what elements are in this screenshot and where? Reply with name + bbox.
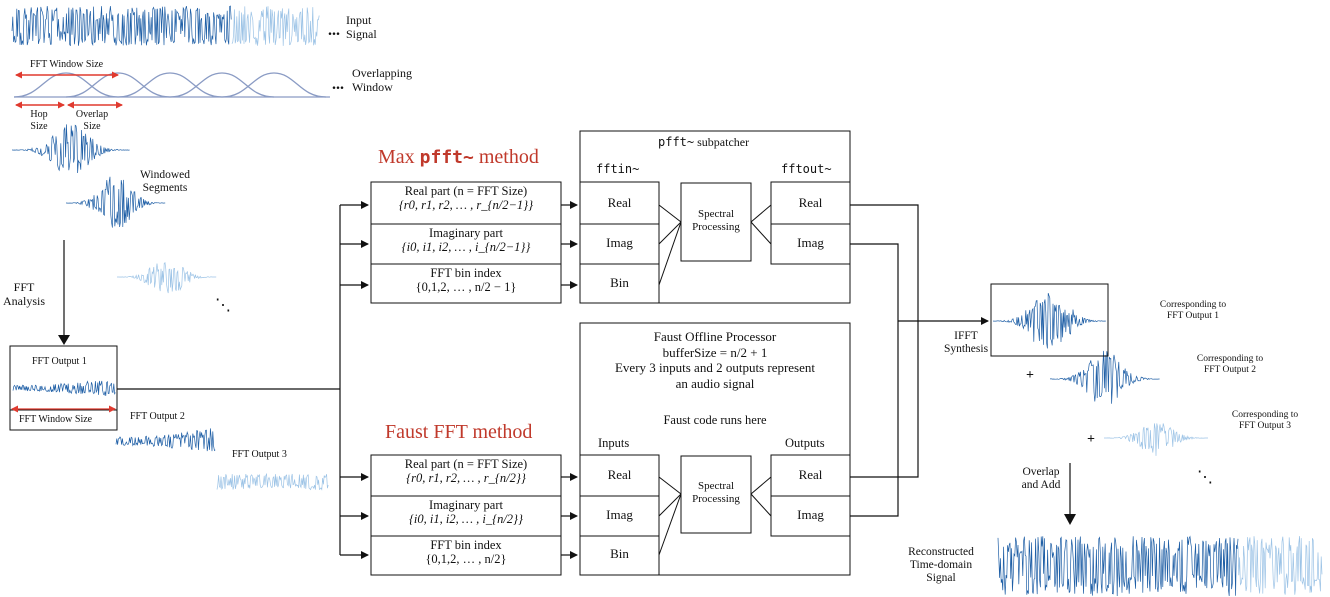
fft-window-size-label: FFT Window Size <box>30 59 104 70</box>
ifft-output-3-wave <box>1104 423 1208 456</box>
input-signal-wave <box>11 5 232 47</box>
fft-output-2-wave <box>115 428 216 452</box>
fft-output-2-label: FFT Output 2 <box>130 411 185 422</box>
max-port-real: Real <box>607 195 632 210</box>
windowed-segment-2 <box>66 176 166 228</box>
fftout-label: fftout~ <box>781 162 832 176</box>
faust-code-runs-label: Faust code runs here <box>663 413 767 427</box>
faust-processor-description: Faust Offline Processor bufferSize = n/2… <box>614 329 815 391</box>
max-bin-index-row: FFT bin index{0,1,2, … , n/2 − 1} <box>415 266 517 295</box>
faust-outputs-label: Outputs <box>785 436 825 450</box>
max-method-title: Max pfft~ method <box>378 146 539 168</box>
faust-out-real: Real <box>798 467 823 482</box>
max-out-imag: Imag <box>797 235 824 250</box>
fft-output-3-wave <box>216 472 329 491</box>
max-real-part-row: Real part (n = FFT Size){r0, r1, r2, … ,… <box>398 184 534 213</box>
max-rows-box <box>370 181 562 304</box>
split-lines <box>117 201 369 559</box>
pfft-subpatcher-title: pfft~ subpatcher <box>658 135 750 149</box>
diagonal-ellipsis-2: ⋱ <box>1197 469 1213 486</box>
faust-port-imag: Imag <box>606 507 633 522</box>
fft-output-1-label: FFT Output 1 <box>32 356 87 367</box>
faust-out-imag: Imag <box>797 507 824 522</box>
ifft-output-2-wave <box>1050 350 1160 404</box>
faust-real-part-row: Real part (n = FFT Size){r0, r1, r2, … ,… <box>404 457 528 486</box>
fft-output-1-window-label: FFT Window Size <box>19 414 93 425</box>
plus-sign-2: + <box>1087 432 1095 447</box>
faust-inputs-label: Inputs <box>598 436 630 450</box>
plus-sign-1: + <box>1026 368 1034 383</box>
max-imag-part-row: Imaginary part{i0, i1, i2, … , i_{n/2−1}… <box>401 226 531 255</box>
merge-lines <box>850 204 989 517</box>
fft-output-3-label: FFT Output 3 <box>232 449 287 460</box>
faust-rows-box <box>370 454 562 576</box>
ifft-output-box <box>990 283 1109 357</box>
windowed-segment-1 <box>12 124 130 174</box>
ifft-output-1-wave <box>992 292 1106 349</box>
fftin-label: fftin~ <box>596 162 640 176</box>
overlapping-window-curves <box>13 72 330 98</box>
faust-bin-index-row: FFT bin index{0,1,2, … , n/2} <box>425 538 507 567</box>
faust-port-real: Real <box>607 467 632 482</box>
waveforms <box>11 5 1323 597</box>
max-port-bin: Bin <box>610 275 629 290</box>
ellipsis-2: ... <box>332 76 344 93</box>
window-size-arrows <box>15 71 123 109</box>
pfft-subpatcher-box <box>579 130 851 304</box>
faust-method-title: Faust FFT method <box>385 421 533 443</box>
windowed-segment-3 <box>117 262 217 294</box>
max-out-real: Real <box>798 195 823 210</box>
faust-port-bin: Bin <box>610 546 629 561</box>
ellipsis-1: ... <box>328 22 340 39</box>
reconstructed-wave <box>997 535 1239 597</box>
faust-imag-part-row: Imaginary part{i0, i1, i2, … , i_{n/2}} <box>408 498 524 527</box>
diagonal-ellipsis-1: ⋱ <box>215 297 231 314</box>
faust-processor-box <box>579 322 851 576</box>
fft-output-1-wave <box>12 380 116 396</box>
input-signal-wave-fade <box>231 6 320 46</box>
max-port-imag: Imag <box>606 235 633 250</box>
reconstructed-wave-fade <box>1237 536 1323 595</box>
